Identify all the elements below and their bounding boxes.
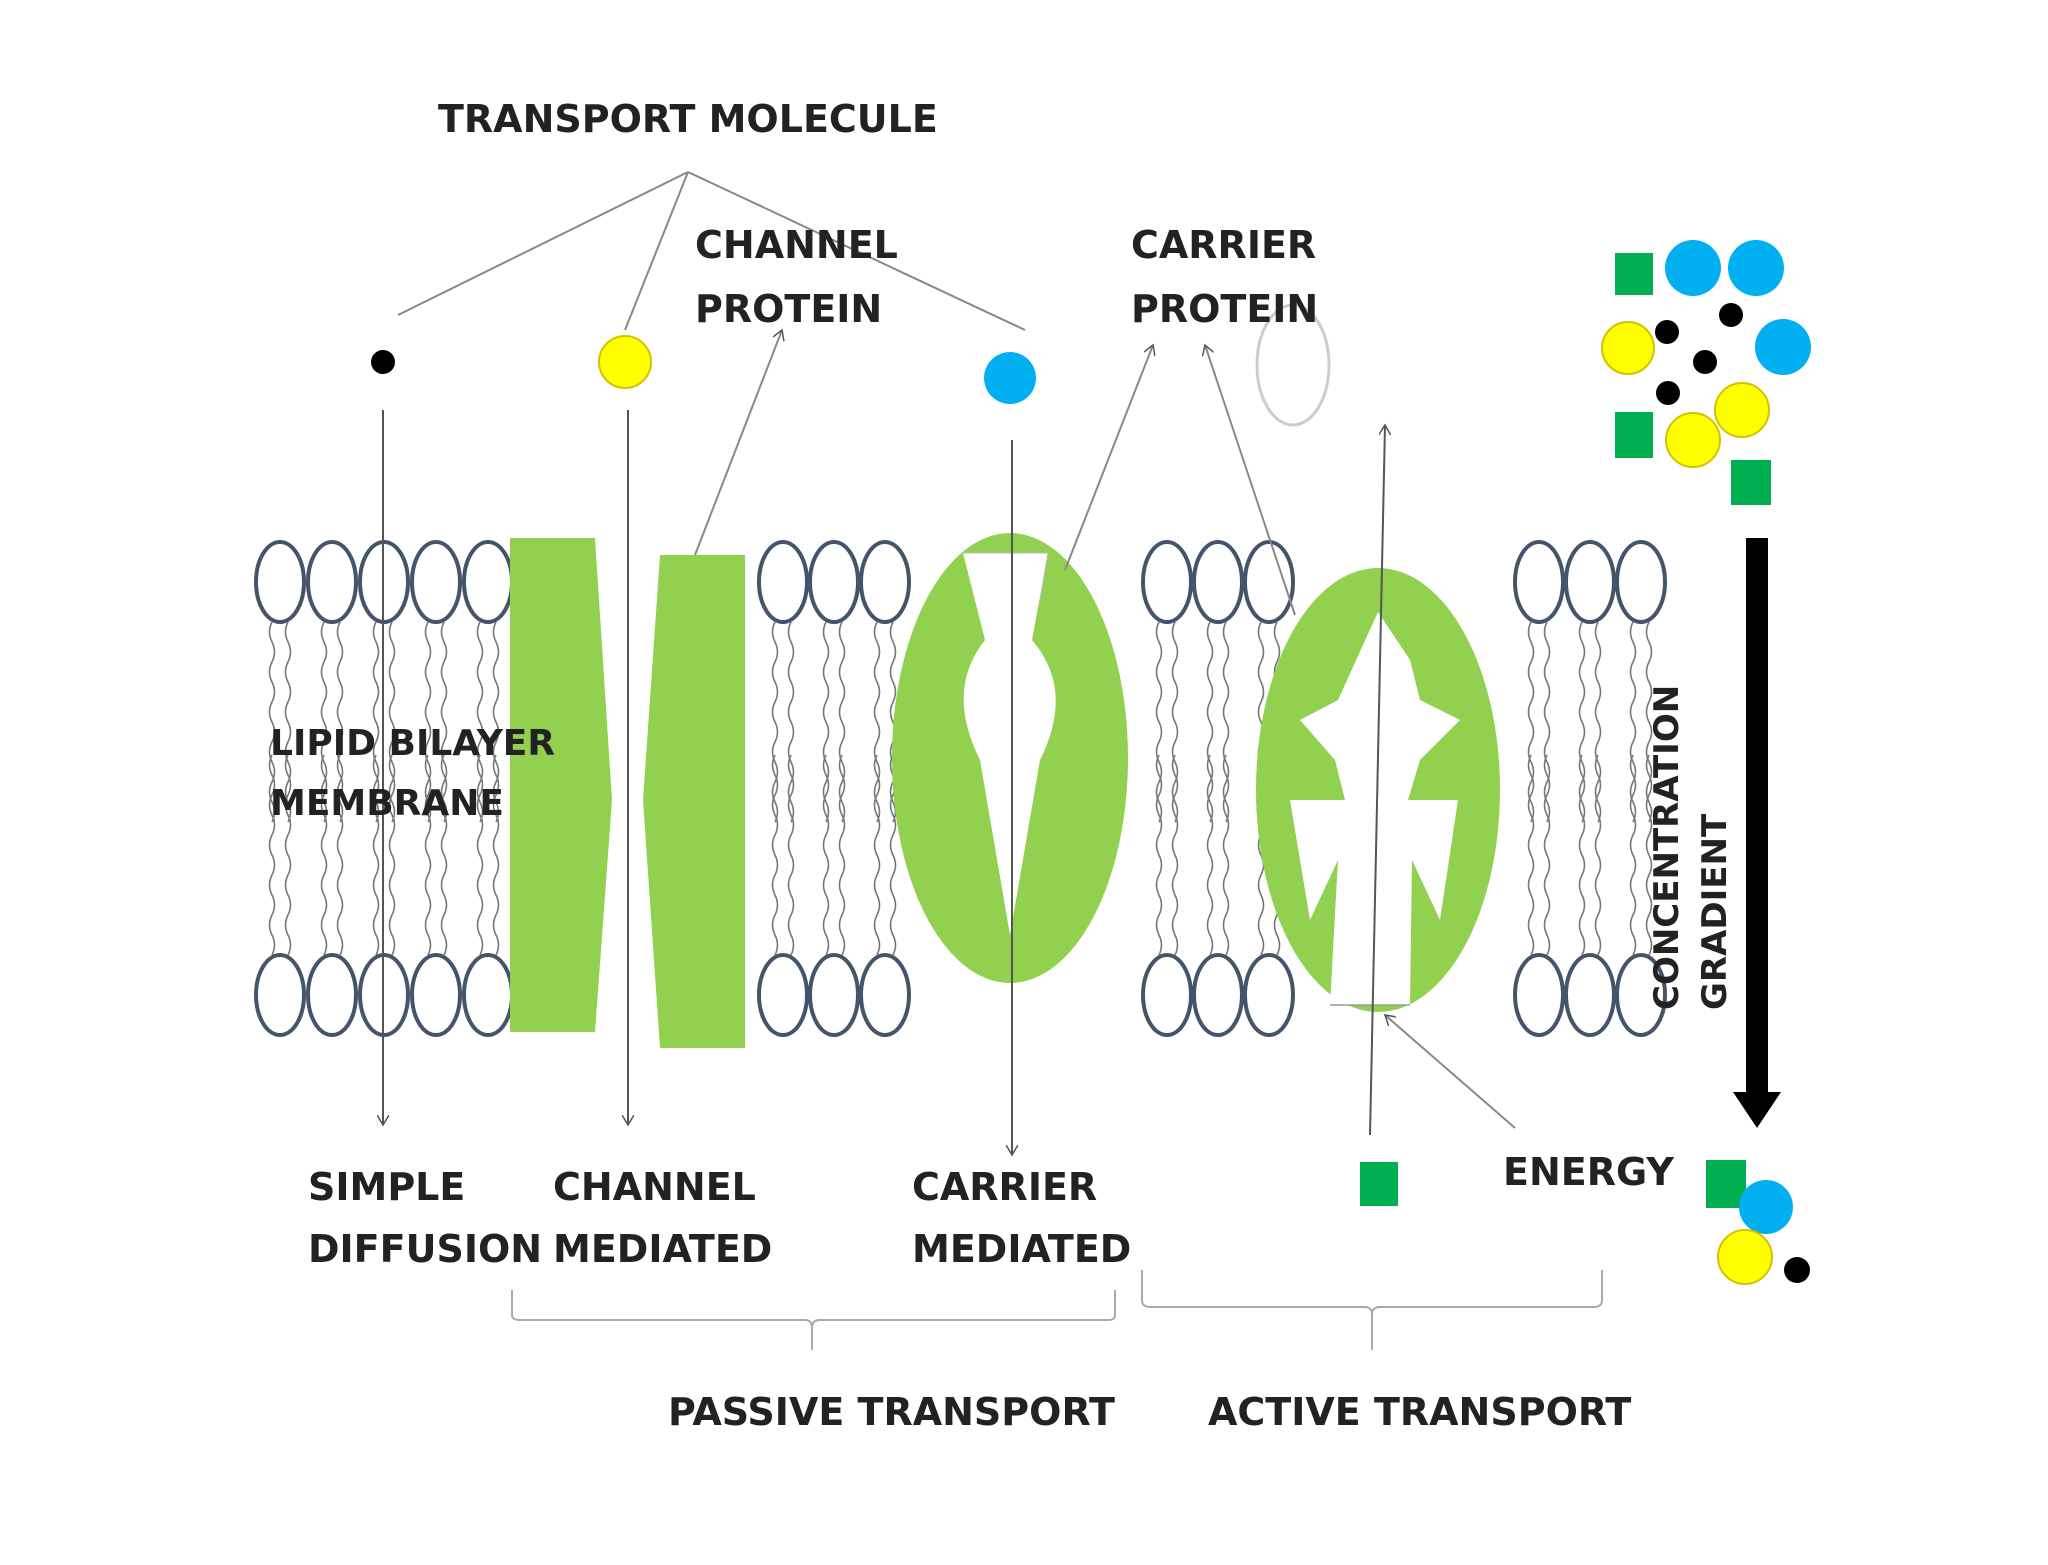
lipid-head — [410, 540, 462, 624]
passive-transport-brace — [511, 1290, 1116, 1350]
lipid-head — [1513, 540, 1565, 624]
lipid-head — [254, 953, 306, 1037]
simple-diffusion-label-line2: DIFFUSION — [308, 1227, 542, 1271]
lipid-head — [1615, 953, 1667, 1037]
lipid-head — [1192, 953, 1244, 1037]
energy-label: ENERGY — [1503, 1150, 1674, 1194]
lipid-head — [1243, 953, 1295, 1037]
lipid-head — [859, 540, 911, 624]
channel-mediated-label-line2: MEDIATED — [553, 1227, 772, 1271]
channel-protein-left-half — [510, 538, 612, 1032]
lipid-head — [1564, 540, 1616, 624]
transport-molecule-label: TRANSPORT MOLECULE — [438, 97, 938, 141]
lipid-bilayer-label-line2: MEMBRANE — [270, 783, 504, 824]
active-transport-label: ACTIVE TRANSPORT — [1208, 1390, 1631, 1434]
lipid-head — [462, 540, 514, 624]
carrier-mediated-label-line1: CARRIER — [912, 1165, 1097, 1209]
lipid-head — [1141, 540, 1193, 624]
lipid-bilayer — [254, 540, 1667, 1037]
carrier-protein-passive — [892, 533, 1128, 983]
passive-transport-label: PASSIVE TRANSPORT — [668, 1390, 1115, 1434]
lipid-head — [254, 540, 306, 624]
lipid-head — [757, 540, 809, 624]
active-transport-arrow — [1369, 425, 1385, 1136]
carrier-mediated-label-line2: MEDIATED — [912, 1227, 1131, 1271]
carrier-protein-label-line1: CARRIER — [1131, 223, 1316, 267]
carrier-protein-pointer-2 — [1205, 345, 1296, 616]
lipid-bilayer-label-line1: LIPID BILAYER — [270, 723, 555, 764]
lipid-head — [808, 953, 860, 1037]
high-concentration-cluster — [1601, 240, 1811, 505]
low-concentration-cluster — [1706, 1160, 1810, 1285]
lipid-head — [1513, 953, 1565, 1037]
carrier-protein-label-line2: PROTEIN — [1131, 287, 1318, 331]
channel-protein-label-line2: PROTEIN — [695, 287, 882, 331]
yellow-molecule — [598, 335, 652, 389]
lipid-head — [462, 953, 514, 1037]
lipid-head — [410, 953, 462, 1037]
simple-diffusion-label-line1: SIMPLE — [308, 1165, 465, 1209]
lipid-head — [306, 540, 358, 624]
active-transport-molecule — [1360, 1162, 1398, 1206]
transport-molecule-pointers — [397, 171, 1026, 331]
energy-pointer — [1385, 1015, 1516, 1129]
lipid-head — [859, 953, 911, 1037]
concentration-gradient-arrow — [1733, 538, 1781, 1128]
channel-protein-label-line1: CHANNEL — [695, 223, 898, 267]
lipid-head — [1192, 540, 1244, 624]
concentration-label: CONCENTRATION — [1647, 685, 1687, 1010]
channel-mediated-label-line1: CHANNEL — [553, 1165, 756, 1209]
lipid-head — [1141, 953, 1193, 1037]
lipid-head — [306, 953, 358, 1037]
channel-protein-right-half — [643, 555, 745, 1048]
active-transport-brace — [1141, 1270, 1603, 1350]
lipid-head — [1564, 953, 1616, 1037]
lipid-head — [808, 540, 860, 624]
lipid-head — [1615, 540, 1667, 624]
lipid-head — [757, 953, 809, 1037]
transport-arrows — [383, 410, 1385, 1155]
carrier-protein-pointer-1 — [1064, 345, 1153, 571]
channel-protein-pointer — [694, 330, 782, 556]
small-black-molecule — [371, 350, 395, 374]
lipid-head — [1243, 540, 1295, 624]
empty-binding-molecule — [1255, 303, 1331, 427]
gradient-label: GRADIENT — [1695, 813, 1735, 1010]
channel-protein — [510, 538, 745, 1048]
blue-molecule — [984, 352, 1036, 404]
